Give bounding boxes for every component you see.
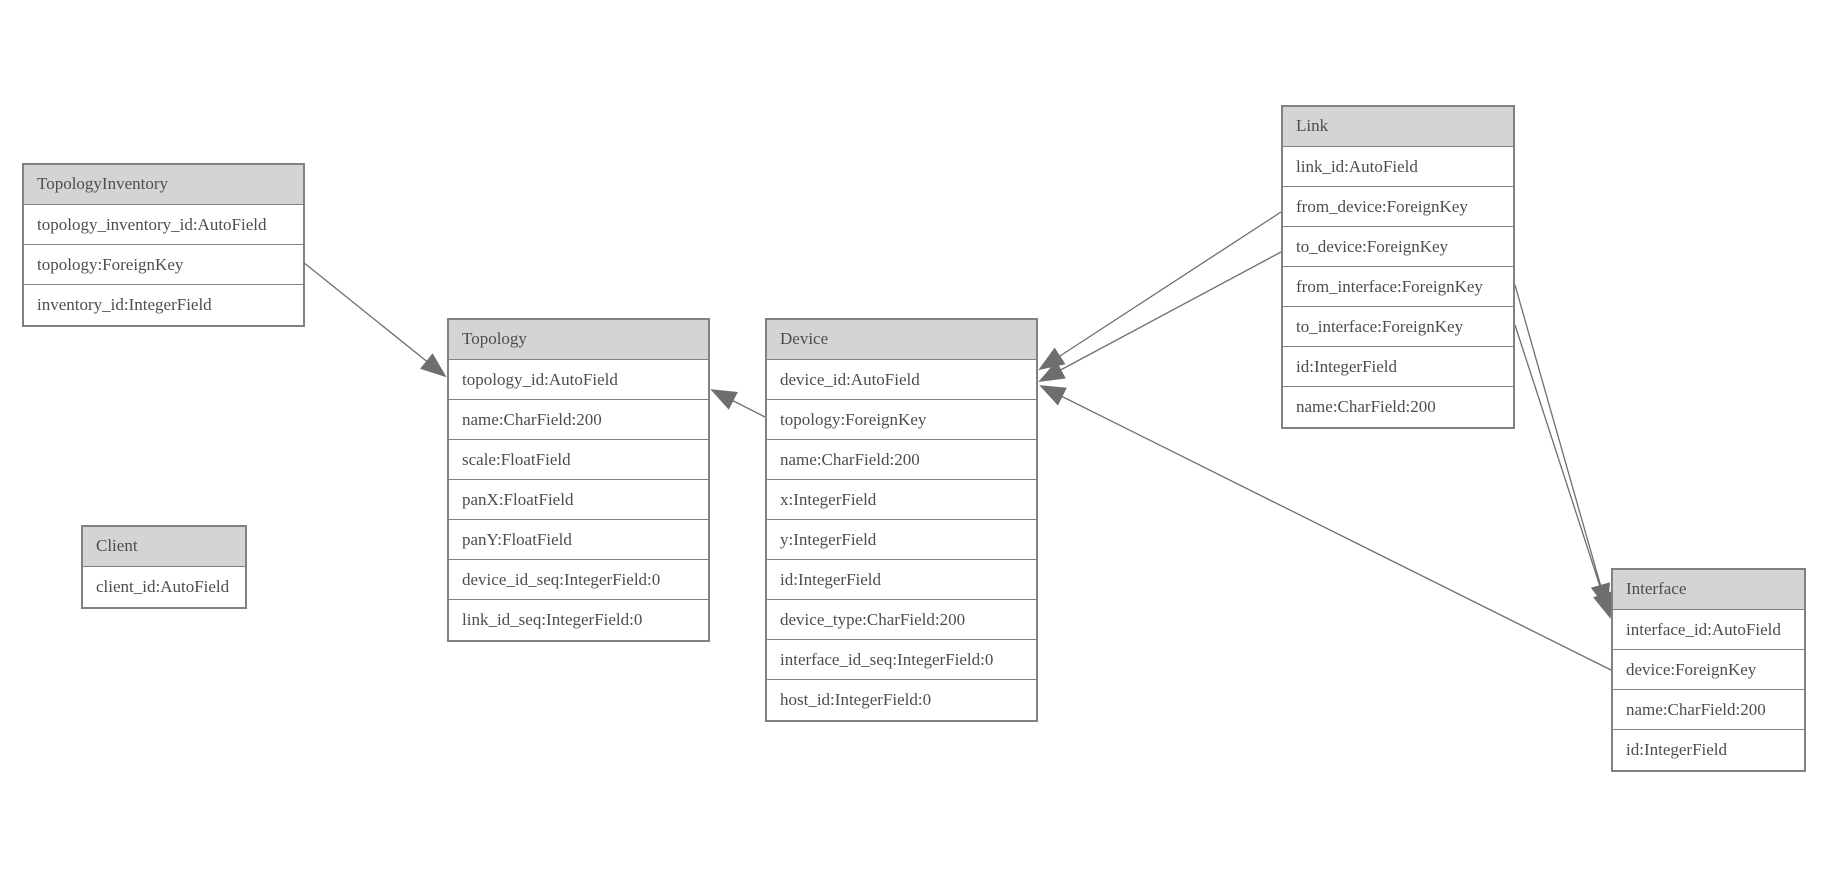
entity-field: topology:ForeignKey xyxy=(24,245,303,285)
entity-field: from_device:ForeignKey xyxy=(1283,187,1513,227)
entity-field: from_interface:ForeignKey xyxy=(1283,267,1513,307)
entity-field: host_id:IntegerField:0 xyxy=(780,690,932,709)
entity-field: panY:FloatField xyxy=(449,520,708,560)
entity-title: Client xyxy=(83,527,245,567)
entity-field: id:IntegerField xyxy=(1283,347,1513,387)
edge-topologyinventory-topology xyxy=(302,261,447,378)
entity-field: device:ForeignKey xyxy=(1613,650,1804,690)
entity-field: name:CharField:200 xyxy=(767,440,1036,480)
entity-field: interface_id_seq:IntegerField:0 xyxy=(767,640,1036,680)
edge-device-topology xyxy=(710,389,766,418)
entity-field: to_interface:ForeignKey xyxy=(1283,307,1513,347)
entity-field: client_id:AutoField xyxy=(96,577,230,596)
entity-field: topology_inventory_id:AutoField xyxy=(24,205,303,245)
entity-field: panX:FloatField xyxy=(449,480,708,520)
entity-field: link_id_seq:IntegerField:0 xyxy=(462,610,643,629)
entity-field: topology_id:AutoField xyxy=(449,360,708,400)
entity-field: x:IntegerField xyxy=(767,480,1036,520)
entity-client: Client client_id:AutoField xyxy=(81,525,247,609)
entity-field: id:IntegerField xyxy=(767,560,1036,600)
entity-field: device_type:CharField:200 xyxy=(767,600,1036,640)
entity-field: to_device:ForeignKey xyxy=(1283,227,1513,267)
entity-field: name:CharField:200 xyxy=(1613,690,1804,730)
entity-field: y:IntegerField xyxy=(767,520,1036,560)
entity-field: topology:ForeignKey xyxy=(767,400,1036,440)
entity-title: Topology xyxy=(449,320,708,360)
edge-link-from-interface xyxy=(1514,284,1611,610)
entity-title: Interface xyxy=(1613,570,1804,610)
edge-link-from-device xyxy=(1038,211,1282,371)
entity-title: TopologyInventory xyxy=(24,165,303,205)
entity-field: name:CharField:200 xyxy=(449,400,708,440)
entity-field: device_id:AutoField xyxy=(767,360,1036,400)
entity-field: link_id:AutoField xyxy=(1283,147,1513,187)
entity-field: scale:FloatField xyxy=(449,440,708,480)
entity-title: Link xyxy=(1283,107,1513,147)
entity-field: device_id_seq:IntegerField:0 xyxy=(449,560,708,600)
entity-title: Device xyxy=(767,320,1036,360)
entity-field: inventory_id:IntegerField xyxy=(37,295,212,314)
entity-field: interface_id:AutoField xyxy=(1613,610,1804,650)
edge-link-to-interface xyxy=(1514,324,1613,619)
edge-interface-device xyxy=(1039,385,1612,671)
entity-field: name:CharField:200 xyxy=(1296,397,1436,416)
edge-link-to-device xyxy=(1038,251,1282,382)
entity-field: id:IntegerField xyxy=(1626,740,1728,759)
